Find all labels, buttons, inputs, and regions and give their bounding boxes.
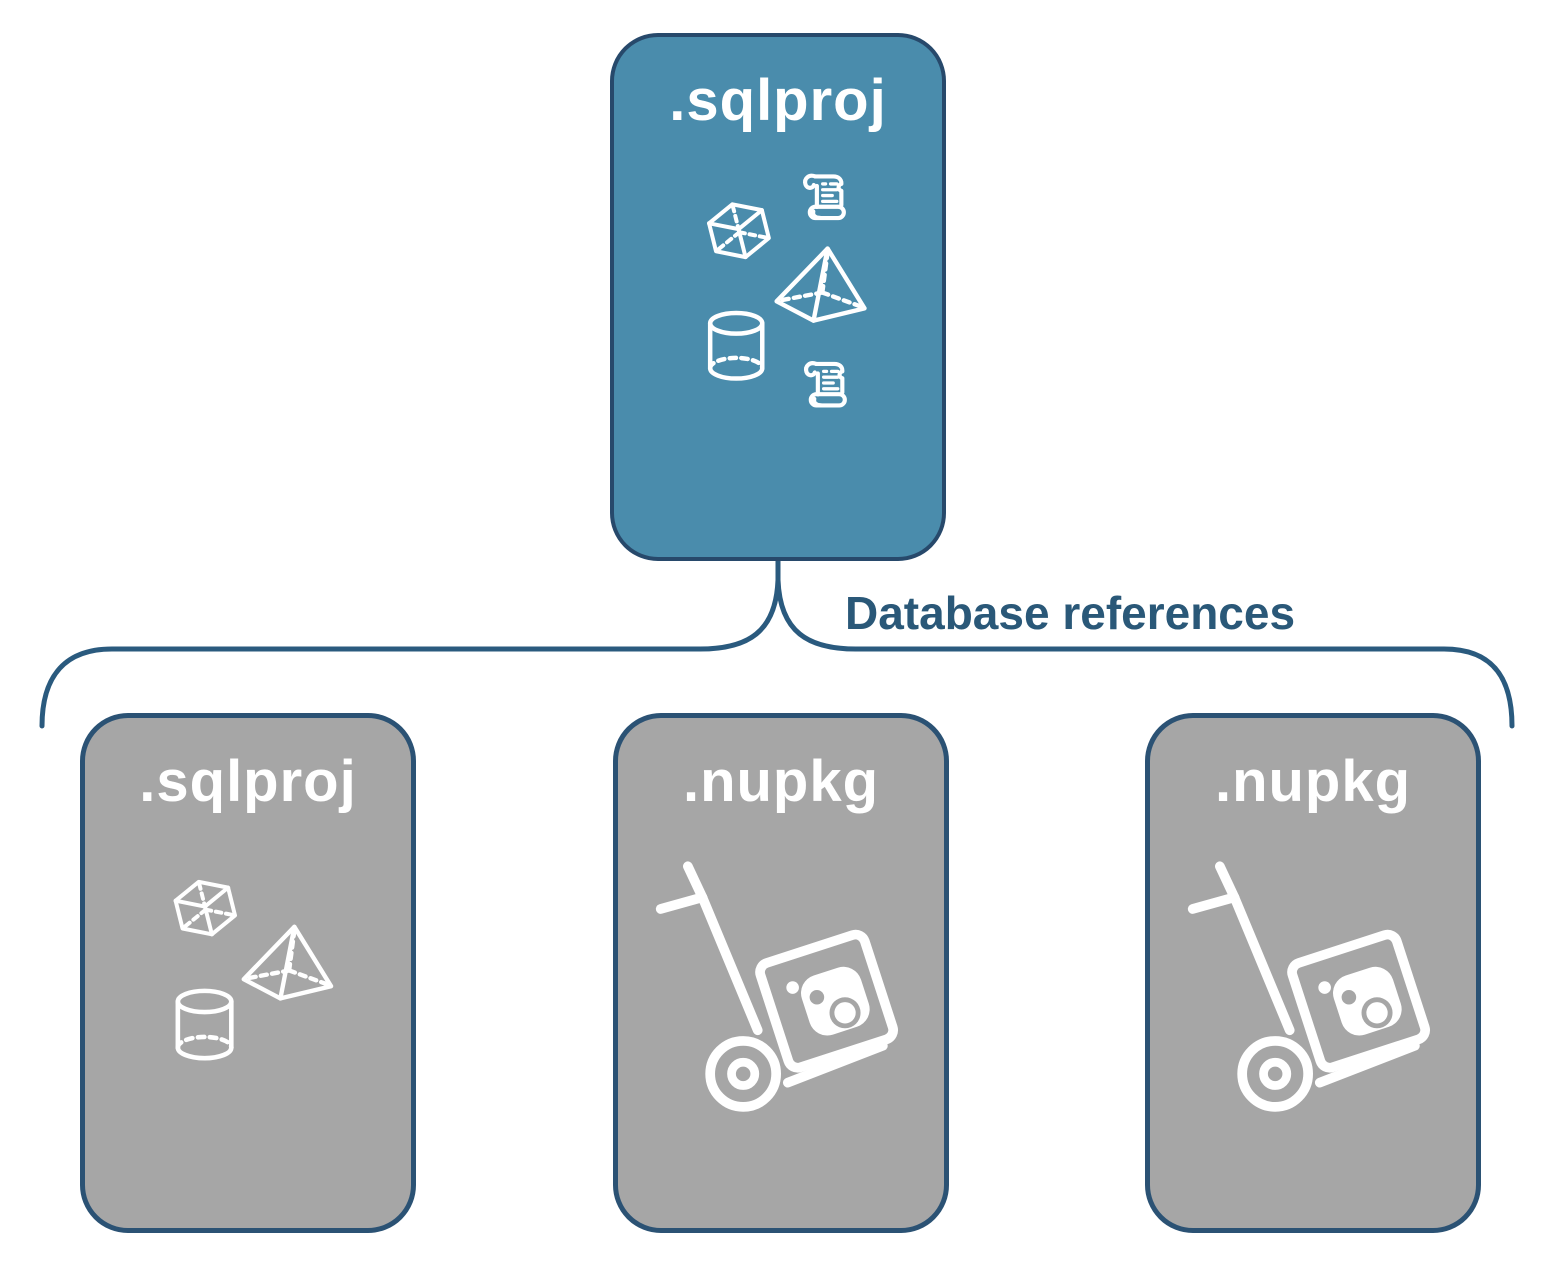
script-scroll-icon bbox=[804, 361, 847, 408]
cylinder-icon bbox=[707, 310, 765, 381]
nuget-package-icon bbox=[786, 966, 870, 1036]
node-root-sqlproj: .sqlproj bbox=[610, 33, 946, 561]
pyramid-icon bbox=[774, 246, 867, 323]
node-child-sqlproj: .sqlproj bbox=[80, 713, 416, 1233]
node-child-nupkg: .nupkg bbox=[1145, 713, 1481, 1233]
hand-truck-icon bbox=[1187, 861, 1431, 1112]
node-title: .sqlproj bbox=[669, 68, 887, 133]
pyramid-icon bbox=[241, 924, 334, 1001]
connector-label: Database references bbox=[845, 587, 1296, 639]
nuget-package-icon bbox=[1318, 966, 1402, 1036]
cube-icon bbox=[173, 879, 238, 937]
hand-truck-icon bbox=[655, 861, 899, 1112]
cube-icon bbox=[707, 202, 771, 260]
node-title: .nupkg bbox=[1214, 749, 1412, 814]
node-child-nupkg: .nupkg bbox=[613, 713, 949, 1233]
cylinder-icon bbox=[175, 988, 234, 1061]
sql-project-contents-icons bbox=[707, 173, 867, 408]
script-scroll-icon bbox=[803, 173, 846, 221]
node-title: .nupkg bbox=[682, 749, 880, 814]
sql-project-contents-icons bbox=[173, 879, 334, 1061]
node-title: .sqlproj bbox=[139, 749, 357, 814]
